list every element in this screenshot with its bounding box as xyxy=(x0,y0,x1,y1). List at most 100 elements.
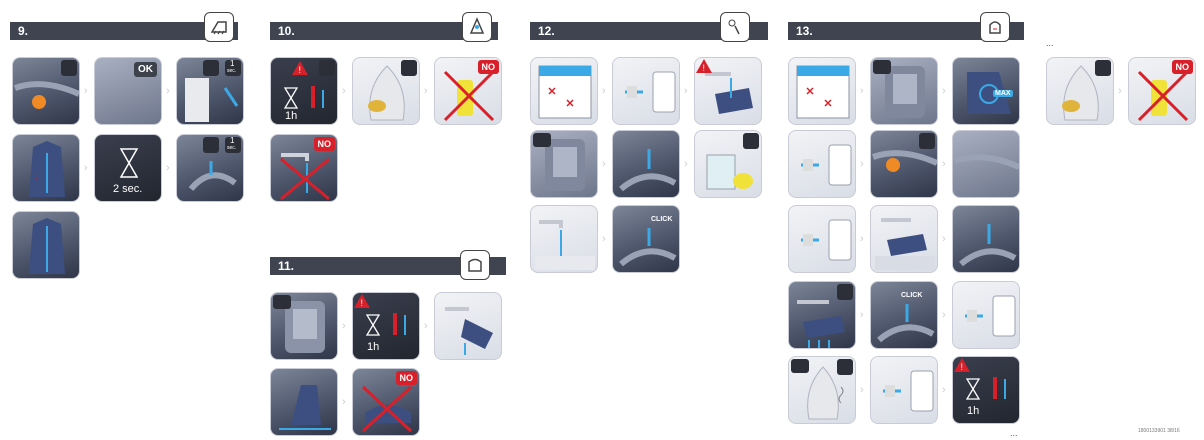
tile-9-vertical-steam: 1 sec. xyxy=(176,57,244,125)
tile-13-steam-flush xyxy=(788,281,856,349)
no-badge: NO xyxy=(478,60,500,74)
click-label: CLICK xyxy=(651,216,672,223)
steam-icon xyxy=(203,137,219,153)
tile-13-temperature-dial xyxy=(870,130,938,198)
chevron-right-icon: › xyxy=(424,321,432,331)
tile-9-temperature-dial xyxy=(12,57,80,125)
tile-11-store-upright xyxy=(270,368,338,436)
tile-10-cool-down: ! 1h xyxy=(270,57,338,125)
chevron-right-icon: › xyxy=(860,159,868,169)
unplug-icon xyxy=(319,60,335,76)
chevron-right-icon: › xyxy=(166,163,174,173)
tile-cont-soleplate-clean xyxy=(1046,57,1114,125)
tile-13-remove-rod xyxy=(952,205,1020,273)
chevron-right-icon: › xyxy=(602,86,610,96)
tile-13-plug-in-again xyxy=(952,281,1020,349)
chevron-right-icon: › xyxy=(942,86,950,96)
chevron-right-icon: › xyxy=(84,163,92,173)
svg-text:!: ! xyxy=(299,65,302,75)
tile-13-hold-over-sink xyxy=(870,205,938,273)
chevron-right-icon: › xyxy=(860,86,868,96)
timer-icon xyxy=(743,133,759,149)
bottom-ellipsis: ... xyxy=(1010,428,1018,438)
tile-12-reinsert-click: CLICK xyxy=(612,205,680,273)
tile-10-no-chemicals: NO xyxy=(434,57,502,125)
tile-10-soleplate-clean xyxy=(352,57,420,125)
anti-calc-icon xyxy=(720,12,750,42)
no-badge: NO xyxy=(314,137,336,151)
chevron-right-icon: › xyxy=(342,86,350,96)
timer-badge: 1 sec. xyxy=(225,137,241,153)
tile-13-fill-max: MAX xyxy=(952,57,1020,125)
settings-icon xyxy=(273,295,291,309)
chevron-right-icon: › xyxy=(684,86,692,96)
tile-9-ok-indicator: OK xyxy=(94,57,162,125)
chevron-right-icon: › xyxy=(942,159,950,169)
chevron-right-icon: › xyxy=(860,310,868,320)
chevron-right-icon: › xyxy=(424,86,432,96)
tile-12-calendar xyxy=(530,57,598,125)
click-label: CLICK xyxy=(901,292,922,299)
tile-11-iron-side xyxy=(270,292,338,360)
section-9-number: 9. xyxy=(18,24,28,38)
hourglass-icon xyxy=(919,133,935,149)
tile-13-cool-down: ! 1h xyxy=(952,356,1020,424)
chevron-right-icon: › xyxy=(602,234,610,244)
chevron-right-icon: › xyxy=(942,310,950,320)
steam-burst-icon xyxy=(204,12,234,42)
tile-11-cool-down: ! 1h xyxy=(352,292,420,360)
tile-13-unplug-final xyxy=(870,356,938,424)
tile-13-ready-indicator xyxy=(952,130,1020,198)
tile-11-empty-tank xyxy=(434,292,502,360)
tile-13-reinsert-click: CLICK xyxy=(870,281,938,349)
chevron-right-icon: › xyxy=(342,397,350,407)
water-tank-icon xyxy=(462,12,492,42)
timer-badge: 1 sec. xyxy=(225,60,241,76)
self-clean-icon xyxy=(980,12,1010,42)
svg-text:!: ! xyxy=(961,362,964,372)
tile-12-remove-rod xyxy=(612,130,680,198)
steam-icon xyxy=(203,60,219,76)
tile-13-soleplate-dry xyxy=(788,356,856,424)
water-drop-icon xyxy=(1095,60,1111,76)
storage-iron-icon xyxy=(460,250,490,280)
one-hour-label: 1h xyxy=(967,405,979,417)
chevron-right-icon: › xyxy=(166,86,174,96)
settings-icon xyxy=(533,133,551,147)
warning-icon: ! xyxy=(291,60,309,76)
tile-11-no-flat-store: NO xyxy=(352,368,420,436)
document-code: 1800133901 38/16 xyxy=(1138,428,1180,434)
svg-text:!: ! xyxy=(703,63,706,73)
chevron-right-icon: › xyxy=(602,159,610,169)
chevron-right-icon: › xyxy=(942,234,950,244)
water-drop-icon xyxy=(401,60,417,76)
tile-9-garment-vertical xyxy=(12,211,80,279)
timer-icon xyxy=(837,359,853,375)
max-label: MAX xyxy=(993,90,1013,97)
section-13-number: 13. xyxy=(796,24,813,38)
one-hour-label: 1h xyxy=(285,110,297,122)
chevron-right-icon: › xyxy=(942,385,950,395)
tile-13-unplug xyxy=(788,205,856,273)
warning-icon: ! xyxy=(353,293,371,309)
tile-10-no-tap-water: NO xyxy=(270,134,338,202)
tile-9-hourglass-2sec: 2 sec. xyxy=(94,134,162,202)
hourglass-icon xyxy=(61,60,77,76)
ok-label: OK xyxy=(134,62,157,77)
tile-12-rinse-iron: ! xyxy=(694,57,762,125)
thermometer-icon xyxy=(791,359,809,373)
chevron-right-icon: › xyxy=(860,234,868,244)
tile-cont-no-chemicals: NO xyxy=(1128,57,1196,125)
chevron-right-icon: › xyxy=(84,86,92,96)
tile-12-unplug xyxy=(612,57,680,125)
no-badge: NO xyxy=(1172,60,1194,74)
tile-12-iron-side xyxy=(530,130,598,198)
tile-12-lemon-soak xyxy=(694,130,762,198)
section-12-number: 12. xyxy=(538,24,555,38)
tile-13-iron-side xyxy=(870,57,938,125)
tile-9-hanging-garment: ↕ xyxy=(12,134,80,202)
timer-icon xyxy=(837,284,853,300)
warning-icon: ! xyxy=(695,58,713,74)
svg-text:↕: ↕ xyxy=(35,172,39,181)
warning-icon: ! xyxy=(953,357,971,373)
